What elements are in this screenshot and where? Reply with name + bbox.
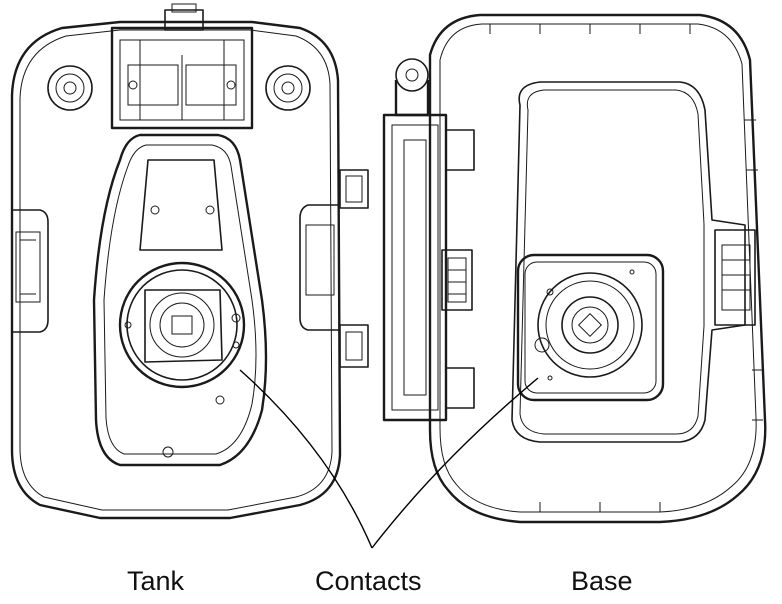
base-drawing [382,13,767,524]
tank-latch-lower [339,324,369,368]
tank-drawing [10,3,369,520]
callout-line-base [371,377,539,549]
label-tank: Tank [127,566,185,596]
tank-top-cap [110,3,254,130]
base-contacts-plate [516,253,665,402]
tank-right-handle [299,204,339,331]
callout-line-tank [239,369,373,549]
tank-outer-shell [10,20,342,520]
base-right-latch [714,229,756,326]
label-contacts: Contacts [315,566,422,596]
tank-left-handle [11,209,49,333]
tank-right-mount [265,65,311,111]
contacts-callout-lines [239,369,539,549]
label-base: Base [571,566,633,596]
base-outer-shell [428,13,767,524]
tank-latch-upper [339,169,369,209]
tank-contacts-connector [118,261,246,389]
tank-left-mount [47,65,93,111]
base-rim-ticks [489,24,763,512]
tank-inner-body [92,133,268,467]
base-hinge [382,58,475,422]
